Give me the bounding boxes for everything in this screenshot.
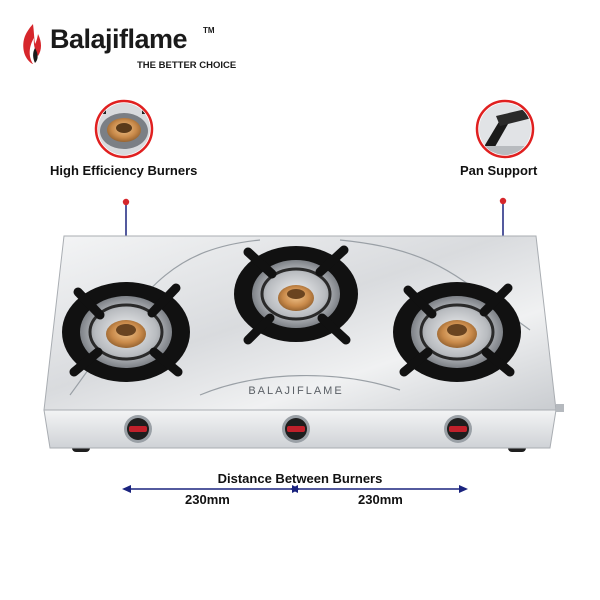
brand-tagline: THE BETTER CHOICE [137, 60, 237, 71]
burner-leader-dot [122, 198, 130, 206]
brand-name: Balajiflame [50, 24, 188, 54]
distance-title: Distance Between Burners [217, 471, 383, 486]
flame-logo-icon [23, 24, 41, 64]
distance-right: 230mm [358, 492, 403, 507]
pan-support-thumbnail [475, 99, 535, 159]
pan-support-callout-label: Pan Support [460, 163, 538, 178]
knob[interactable] [124, 415, 152, 443]
burner-right [393, 282, 521, 382]
gas-stove: BALAJIFLAME [43, 235, 564, 452]
stove-engraving: BALAJIFLAME [248, 385, 343, 397]
burner-callout-label: High Efficiency Burners [50, 163, 198, 178]
distance-left: 230mm [185, 492, 230, 507]
pan-support-leader-dot [499, 197, 507, 205]
knob[interactable] [282, 415, 310, 443]
burner-left [62, 282, 190, 382]
knob[interactable] [444, 415, 472, 443]
burner-center [234, 245, 358, 345]
burner-thumbnail [94, 99, 154, 159]
trademark: TM [203, 26, 215, 35]
brand-logo: Balajiflame TM THE BETTER CHOICE [20, 22, 236, 72]
dimension-arrow [122, 485, 468, 493]
